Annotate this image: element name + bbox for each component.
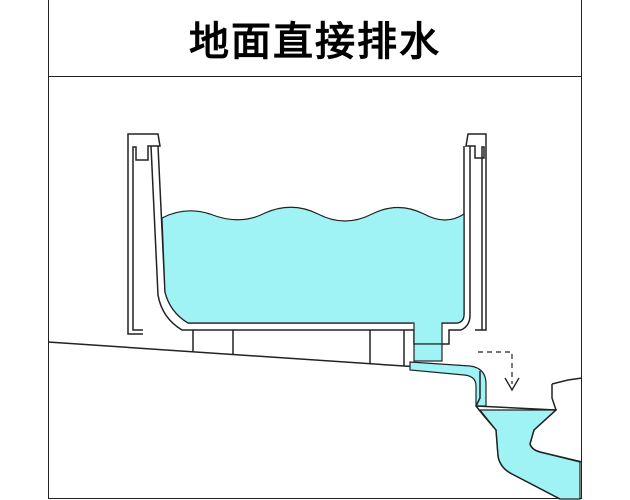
- drain-right-wall: [529, 377, 583, 463]
- drain-grate: [475, 405, 557, 411]
- right-apron: [465, 133, 487, 331]
- diagram-title: 地面直接排水: [189, 19, 441, 65]
- flow-guides: [478, 351, 513, 384]
- title-bar: 地面直接排水: [49, 0, 581, 77]
- diagram-frame: 地面直接排水: [48, 0, 582, 499]
- tub-water: [161, 206, 465, 345]
- left-apron: [127, 133, 161, 335]
- outlet-stub: [413, 343, 443, 362]
- flow-arrow-icon: [504, 377, 520, 392]
- floor-drain-water: [478, 409, 581, 500]
- tub-supports: [192, 330, 405, 366]
- flow-dashed-line: [478, 351, 513, 384]
- floor-water-flow: [409, 361, 487, 407]
- drain-left-wall: [475, 371, 561, 500]
- floor-drain-body: [475, 371, 583, 500]
